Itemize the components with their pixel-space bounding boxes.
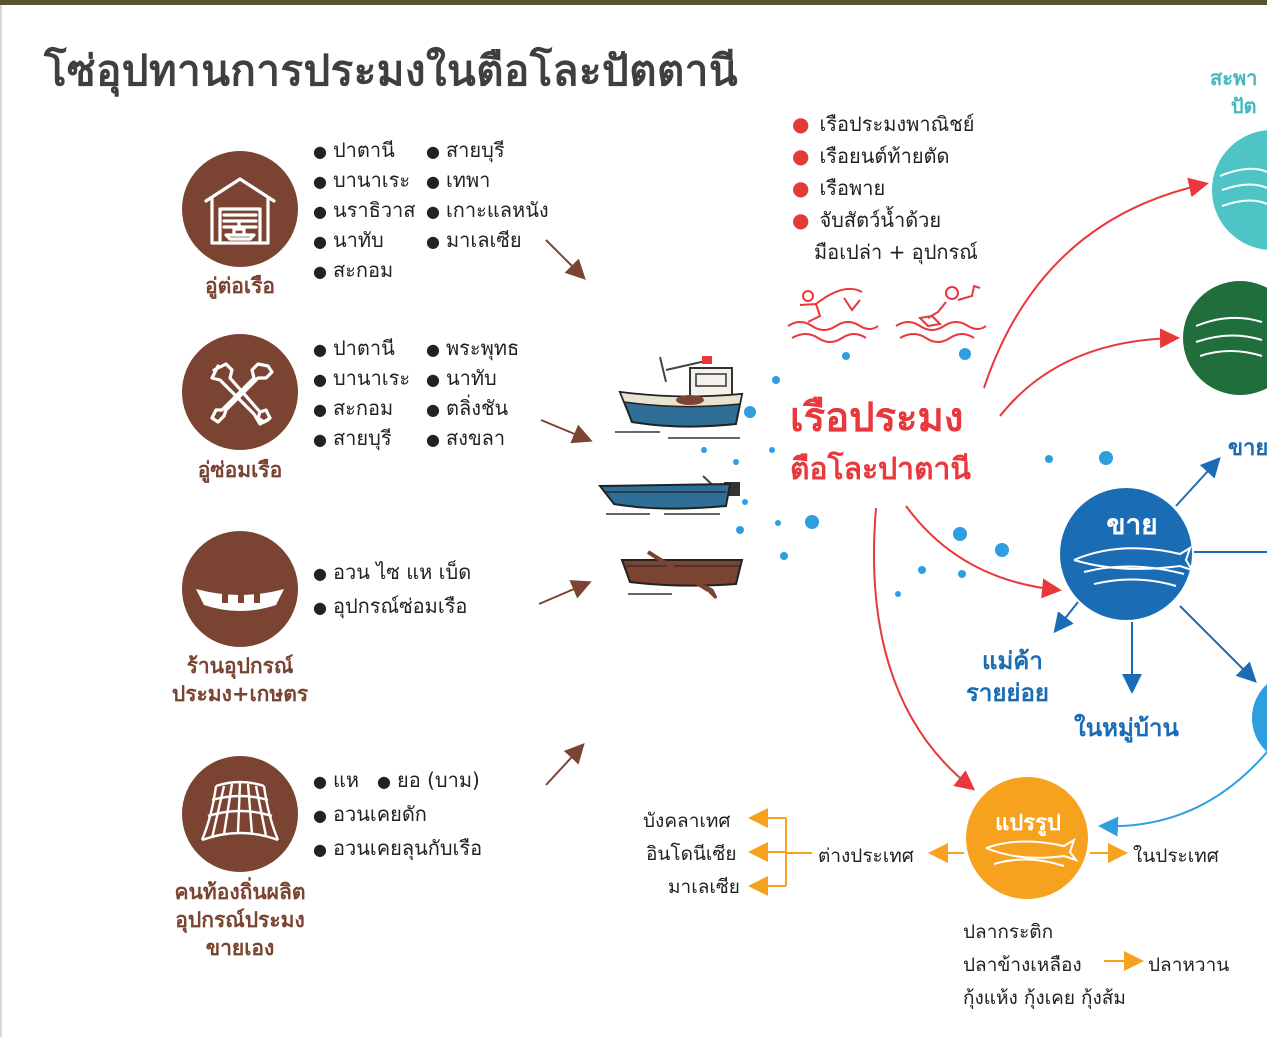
list-item: สายบุรี (445, 138, 505, 162)
longtail-boat-icon (597, 475, 740, 515)
commercial-boat-icon (615, 356, 744, 439)
retail-label-2: รายย่อย (966, 679, 1049, 707)
rowboat-icon (620, 550, 744, 600)
boat-equipment-icon (182, 531, 298, 647)
village-label: ในหมู่บ้าน (1074, 714, 1179, 742)
consumer-circle-icon (1252, 684, 1267, 752)
list-item: จับสัตว์น้ำด้วย (819, 208, 942, 232)
arrow-sell-downright (1179, 605, 1257, 683)
supplier-boatyard-label: อู่ต่อเรือ (205, 274, 275, 298)
list-item: แห (332, 768, 360, 792)
list-item: เรือพาย (819, 176, 886, 200)
list-item: พระพุทธ (445, 336, 520, 360)
center-subtitle: ตือโละปาตานี (790, 452, 971, 487)
shop-list: ●อวน ไซ แห เบ็ด ●อุปกรณ์ซ่อมเรือ (313, 560, 472, 618)
sell-hub-icon (1060, 488, 1192, 620)
list-item: สายบุรี (332, 426, 392, 450)
fisher-icon (787, 288, 879, 343)
list-item: มือเปล่า + อุปกรณ์ (814, 240, 978, 264)
sell-label: ขาย (1106, 509, 1157, 540)
boatyard-list-1: ●ปาตานี ●บานาเระ ●นราธิวาส ●นาทับ ●สะกอม (313, 138, 416, 282)
arrow-sell-top (1175, 457, 1221, 507)
arrow-local-to-boats (545, 743, 585, 786)
abroad-label: ต่างประเทศ (818, 845, 914, 867)
label-line: คนท้องถิ่นผลิต (174, 880, 306, 904)
label-line: อุปกรณ์ประมง (175, 908, 305, 932)
green-buyer-icon (1183, 281, 1267, 395)
label-line: ร้านอุปกรณ์ (186, 654, 294, 678)
list-item: เกาะแลหนัง (445, 198, 549, 222)
wrench-tools-icon (182, 334, 298, 450)
label-line: ขายเอง (205, 936, 275, 960)
list-item: ปาตานี (332, 138, 395, 162)
list-item: อุปกรณ์ซ่อมเรือ (332, 594, 468, 618)
repair-list-2: ●พระพุทธ ●นาทับ ●ตลิ่งชัน ●สงขลา (426, 336, 520, 450)
arrow-to-green-buyer (999, 328, 1180, 417)
arrow-to-sell (905, 505, 1062, 599)
decor-dots (701, 348, 1113, 597)
arrow-shop-to-boats (538, 580, 592, 605)
product-line-2b: ปลาหวาน (1148, 954, 1230, 976)
supplier-shop-label: ร้านอุปกรณ์ ประมง+เกษตร (150, 652, 330, 708)
top-border (0, 0, 1267, 5)
list-item: สงขลา (445, 426, 506, 450)
list-item: เทพา (445, 168, 491, 192)
list-item: ตลิ่งชัน (445, 396, 509, 420)
local-list: ●แห●ยอ (บาม) ●อวนเคยดัก ●อวนเคยลุนกับเรื… (313, 768, 483, 860)
left-border (0, 5, 2, 1037)
label-line: ประมง+เกษตร (171, 682, 309, 706)
arrow-repair-to-boats (540, 419, 593, 444)
arrow-to-process (873, 507, 976, 791)
country-indonesia: อินโดนีเซีย (646, 843, 737, 865)
supplier-repair-label: อู่ซ่อมเรือ (197, 458, 283, 482)
repair-list-1: ●ปาตานี ●บานาเระ ●สะกอม ●สายบุรี (313, 336, 411, 450)
boat-shed-icon (182, 151, 298, 267)
fish-market-icon (1212, 130, 1267, 250)
list-item: มาเลเซีย (445, 228, 522, 252)
center-title: เรือประมง (790, 395, 964, 441)
arrow-to-process-from-right (1098, 751, 1267, 837)
list-item: อวน ไซ แห เบ็ด (332, 560, 472, 584)
list-item: นาทับ (445, 366, 497, 390)
product-line-2a: ปลาข้างเหลือง (963, 954, 1082, 976)
list-item: นาทับ (332, 228, 384, 252)
list-item: นราธิวาส (332, 198, 416, 222)
product-line-1: ปลากระติก (963, 921, 1054, 943)
list-item: อวนเคยลุนกับเรือ (332, 836, 483, 860)
country-bangladesh: บังคลาเทศ (643, 810, 731, 832)
list-item: สะกอม (332, 258, 394, 282)
list-item: อวนเคยดัก (332, 802, 427, 826)
list-item: บานาเระ (332, 168, 411, 192)
arrow-sell-retail (1053, 601, 1079, 634)
label-line: ปัต (1230, 94, 1257, 118)
page-title: โซ่อุปทานการประมงในตือโละปัตตานี (44, 46, 739, 95)
country-malaysia: มาเลเซีย (668, 876, 740, 898)
product-line-3: กุ้งแห้ง กุ้งเคย กุ้งส้ม (963, 987, 1126, 1009)
label-line: สะพา (1210, 66, 1258, 90)
arrow-to-fish-market (983, 177, 1209, 389)
list-item: ปาตานี (332, 336, 395, 360)
list-item: ยอ (บาม) (397, 768, 480, 792)
arrow-boatyard-to-boats (545, 239, 586, 280)
list-item: เรือประมงพาณิชย์ (819, 112, 975, 136)
boat-type-list: ●เรือประมงพาณิชย์ ●เรือยนต์ท้ายตัด ●เรือ… (792, 108, 978, 268)
diver-icon (895, 284, 987, 343)
supplier-local-label: คนท้องถิ่นผลิต อุปกรณ์ประมง ขายเอง (150, 878, 330, 962)
process-label: แปรรูป (995, 810, 1061, 837)
boatyard-list-2: ●สายบุรี ●เทพา ●เกาะแลหนัง ●มาเลเซีย (426, 138, 549, 252)
domestic-label: ในประเทศ (1133, 845, 1219, 867)
list-item: สะกอม (332, 396, 394, 420)
fishing-net-icon (182, 756, 298, 872)
list-item: เรือยนต์ท้ายตัด (819, 144, 950, 168)
fish-market-label: สะพา ปัต (1210, 64, 1257, 120)
list-item: บานาเระ (332, 366, 411, 390)
retail-label-1: แม่ค้า (982, 647, 1043, 675)
process-hub-icon (966, 777, 1088, 899)
sell-top-label: ขาย (1228, 436, 1267, 461)
